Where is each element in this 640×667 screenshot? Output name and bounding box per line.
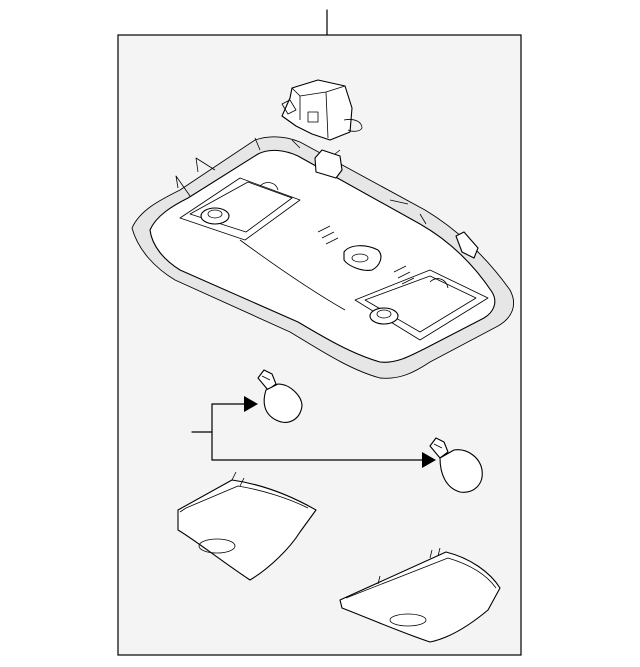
arrow-icon [422, 452, 436, 468]
bulb-callout [191, 396, 436, 468]
connector-icon[interactable] [281, 79, 363, 141]
bulb-icon[interactable] [429, 437, 483, 493]
overhead-console-housing[interactable] [131, 136, 514, 379]
arrow-icon [244, 396, 258, 412]
map-lamp-lens-right[interactable] [339, 547, 501, 643]
map-lamp-lens-left[interactable] [177, 471, 317, 581]
bulb-icon[interactable] [257, 369, 303, 423]
